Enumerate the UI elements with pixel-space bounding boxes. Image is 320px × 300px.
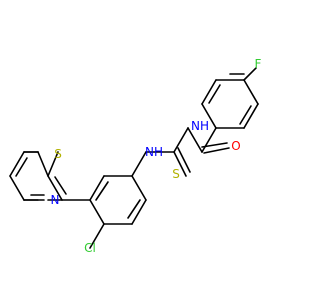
chlorine-label: Cl (84, 241, 96, 255)
molecule-structure: F O NH NH S S N Cl (9, 57, 262, 255)
thione-sulfur-label: S (172, 167, 180, 181)
ring-sulfur-label: S (54, 147, 62, 161)
thio-nh-label: NH (145, 145, 163, 159)
molecule-diagram: F O NH NH S S N Cl (9, 57, 262, 255)
fluorine-label: F (255, 57, 262, 71)
atom-labels: F O NH NH S S N Cl (51, 57, 262, 255)
ring-nitrogen-label: N (51, 193, 60, 207)
amide-nh-label: NH (191, 119, 209, 133)
bond-lines (9, 67, 259, 249)
oxygen-label: O (231, 139, 240, 153)
